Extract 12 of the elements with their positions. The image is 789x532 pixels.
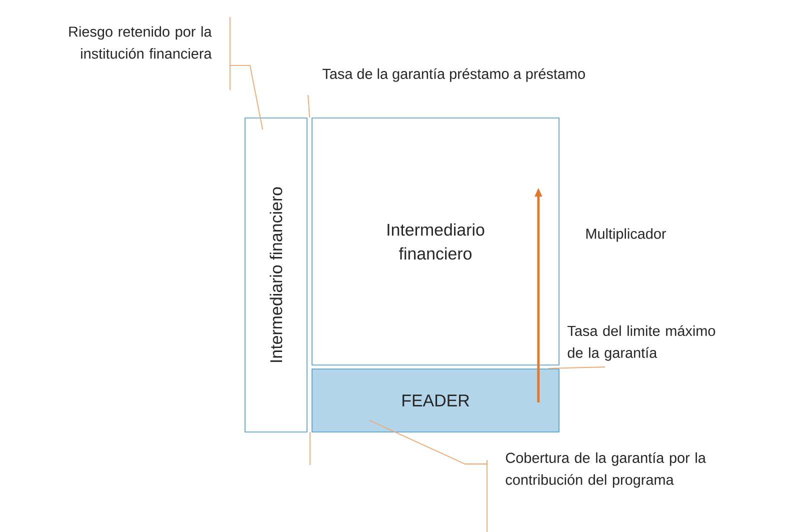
callout-text: Riesgo retenido por la institución financiera	[69, 26, 212, 59]
callout-text: Tasa de la garantía préstamo a préstamo	[322, 68, 585, 82]
leader-line	[230, 65, 264, 130]
process-box: Intermediario financiero	[244, 118, 308, 432]
process-box: FEADER	[312, 368, 560, 432]
leader-line	[369, 420, 488, 464]
leader-line	[548, 366, 606, 369]
process-box: Intermediario financiero	[312, 118, 560, 366]
label: Multiplicador	[586, 228, 666, 242]
callout-text: Cobertura de la garantía por la contribución del programa	[506, 452, 706, 488]
callout-text: Tasa del limite máximo de la garantía	[568, 325, 716, 361]
leader-line	[308, 94, 310, 118]
